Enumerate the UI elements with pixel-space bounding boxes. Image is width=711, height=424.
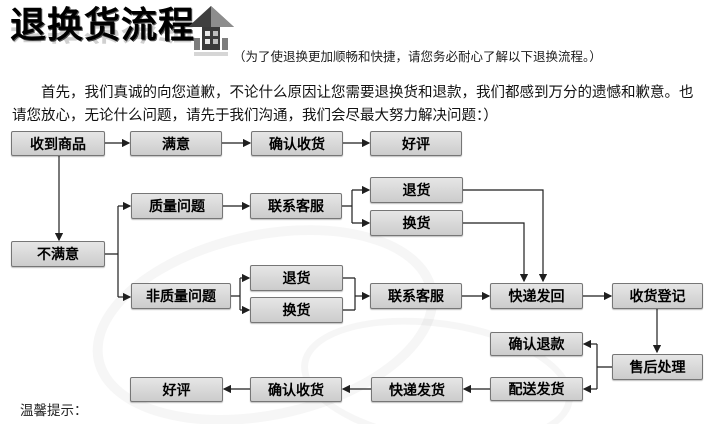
flow-node-received: 收到商品 (11, 131, 105, 156)
page-subtitle: （为了使退换更加顺畅和快捷，请您务必耐心了解以下退换流程。） (233, 49, 602, 64)
flow-node-dispatch-shipping: 配送发货 (490, 377, 583, 401)
warm-tips-label: 温馨提示： (20, 403, 88, 419)
flow-node-good-review-bottom: 好评 (130, 377, 223, 402)
connector-return1-expressback (463, 189, 548, 283)
page-title: 退换货流程 (10, 5, 196, 46)
flow-node-good-review-top: 好评 (370, 131, 462, 156)
flow-node-satisfied: 满意 (130, 131, 222, 156)
flow-node-return-non-quality: 退货 (250, 265, 343, 291)
flow-node-confirm-refund: 确认退款 (490, 332, 583, 356)
house-up-arrow-icon (188, 6, 234, 56)
connector-notsatisfied-branch (105, 206, 119, 297)
flow-node-exchange-quality: 换货 (370, 210, 463, 236)
flow-node-contact-service-quality: 联系客服 (250, 193, 342, 219)
intro-text: 首先，我们真诚的向您道歉，不论什么原因让您需要退换货和退款，我们都感到万分的遗憾… (12, 85, 694, 124)
connector-aftersale-branch (596, 344, 612, 389)
flow-node-non-quality-issue: 非质量问题 (131, 283, 231, 309)
flow-node-confirm-receipt-top: 确认收货 (251, 131, 343, 156)
connector-return2-join (343, 277, 356, 311)
connector-exchange1-expressback (463, 222, 529, 283)
flow-node-after-sale-processing: 售后处理 (612, 354, 703, 380)
connector-nonquality-branch (231, 278, 241, 310)
connector-service-branch (342, 190, 353, 223)
flow-node-express-shipping: 快递发货 (371, 377, 463, 402)
flow-node-quality-issue: 质量问题 (131, 193, 223, 219)
flow-node-confirm-receipt-bottom: 确认收货 (250, 377, 342, 402)
flow-node-return-quality: 退货 (370, 177, 463, 203)
flow-node-not-satisfied: 不满意 (11, 241, 105, 267)
flow-node-contact-service-non-quality: 联系客服 (370, 283, 462, 309)
flow-node-express-send-back: 快递发回 (490, 283, 583, 309)
flow-node-exchange-non-quality: 换货 (250, 297, 343, 323)
flow-node-receipt-registration: 收货登记 (612, 283, 703, 309)
